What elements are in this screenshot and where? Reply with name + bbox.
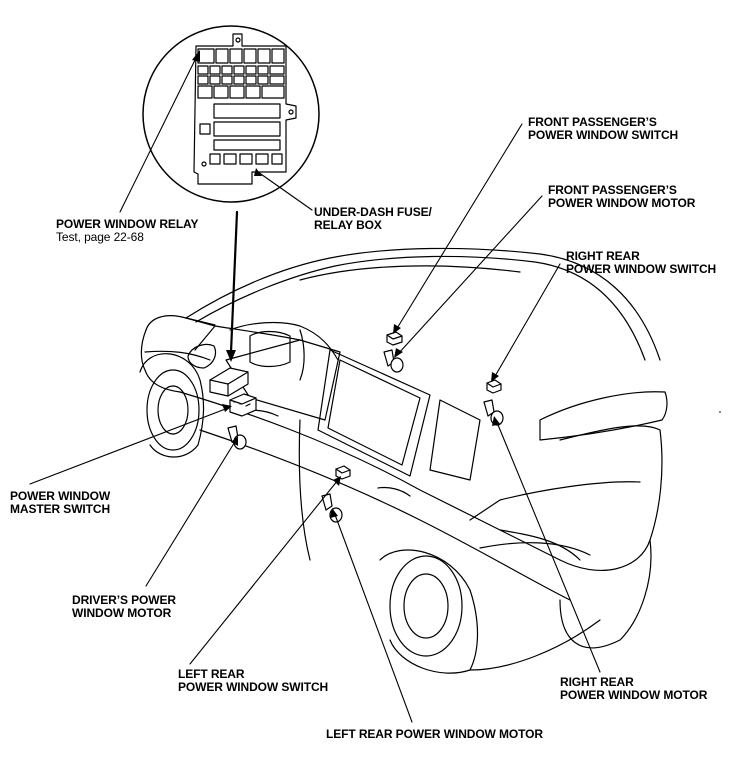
label-front-passenger-switch-line2: POWER WINDOW SWITCH (528, 128, 679, 142)
master-switch-component (229, 393, 257, 417)
fuse-box-body (193, 33, 297, 185)
label-driver-motor: DRIVER’S POWER WINDOW MOTOR (72, 594, 176, 620)
inset-pointer-arrow (226, 210, 239, 362)
label-power-window-relay-title: POWER WINDOW RELAY (56, 217, 199, 231)
label-left-rear-motor: LEFT REAR POWER WINDOW MOTOR (326, 728, 543, 741)
label-right-rear-switch: RIGHT REAR POWER WINDOW SWITCH (566, 250, 716, 276)
label-driver-motor-line1: DRIVER’S POWER (72, 593, 176, 607)
label-front-passenger-switch: FRONT PASSENGER’S POWER WINDOW SWITCH (528, 116, 678, 142)
fuse-box-inset (142, 25, 320, 203)
right-rear-switch-component (486, 379, 502, 394)
label-under-dash-fuse-line2: RELAY BOX (314, 218, 382, 232)
label-driver-motor-line2: WINDOW MOTOR (72, 606, 172, 620)
scan-dot (719, 411, 721, 413)
label-left-rear-switch: LEFT REAR POWER WINDOW SWITCH (178, 668, 328, 694)
label-right-rear-switch-line1: RIGHT REAR (566, 249, 640, 263)
label-master-switch: POWER WINDOW MASTER SWITCH (10, 490, 110, 516)
label-left-rear-switch-line2: POWER WINDOW SWITCH (178, 680, 329, 694)
label-master-switch-line2: MASTER SWITCH (10, 502, 111, 516)
label-front-passenger-motor: FRONT PASSENGER’S POWER WINDOW MOTOR (548, 184, 695, 210)
label-right-rear-switch-line2: POWER WINDOW SWITCH (566, 262, 717, 276)
left-rear-switch-component (335, 465, 351, 480)
label-under-dash-fuse-line1: UNDER-DASH FUSE/ (314, 205, 432, 219)
vehicle-outline (139, 247, 668, 674)
label-master-switch-line1: POWER WINDOW (10, 489, 111, 503)
front-passenger-switch-component (386, 331, 403, 346)
label-front-passenger-motor-line2: POWER WINDOW MOTOR (548, 196, 696, 210)
label-left-rear-switch-line1: LEFT REAR (178, 667, 245, 681)
label-power-window-relay: POWER WINDOW RELAY Test, page 22-68 (56, 217, 199, 244)
label-right-rear-motor-line2: POWER WINDOW MOTOR (560, 688, 708, 702)
label-right-rear-motor-line1: RIGHT REAR (560, 675, 634, 689)
label-right-rear-motor: RIGHT REAR POWER WINDOW MOTOR (560, 676, 707, 702)
label-under-dash-fuse: UNDER-DASH FUSE/ RELAY BOX (314, 206, 432, 232)
label-left-rear-motor-line1: LEFT REAR POWER WINDOW MOTOR (326, 727, 543, 741)
label-front-passenger-motor-line1: FRONT PASSENGER’S (548, 183, 677, 197)
leader-lines (29, 50, 601, 723)
components (209, 331, 504, 523)
front-passenger-motor-component (383, 349, 404, 373)
label-front-passenger-switch-line1: FRONT PASSENGER’S (528, 115, 657, 129)
label-power-window-relay-test-ref: Test, page 22-68 (56, 230, 144, 244)
relay-component (209, 367, 249, 397)
